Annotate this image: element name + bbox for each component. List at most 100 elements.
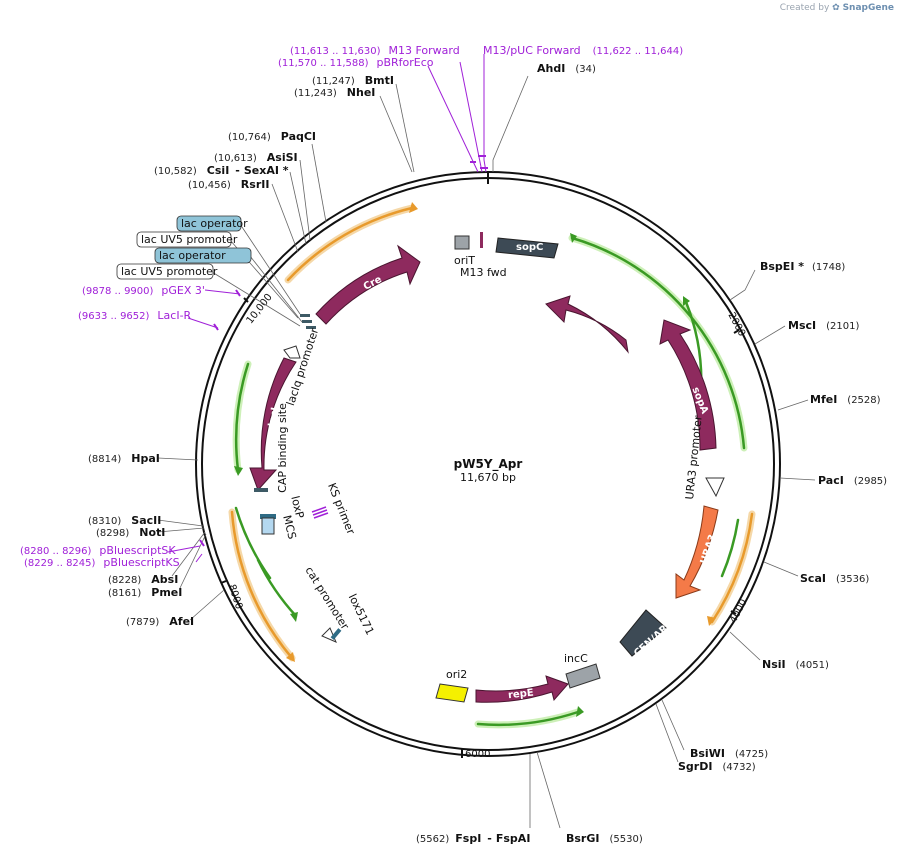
enzyme-absi-name: AbsI <box>151 573 178 586</box>
credit-prefix: Created by <box>779 3 830 13</box>
enzyme-fspi: (5562)FspI-FspAI <box>416 832 530 845</box>
plasmid-length: 11,670 bp <box>460 471 516 484</box>
arc-arrowhead <box>683 296 690 306</box>
credit-brand: SnapGene <box>842 3 894 13</box>
ks-primer-label: KS primer <box>325 481 358 537</box>
green-arc-left <box>234 362 250 472</box>
enzyme-fspi-coord: (5562) <box>416 834 449 845</box>
repe-arrow <box>475 675 569 703</box>
enzyme-rsrii-name: RsrII <box>241 178 270 191</box>
primer-pbrforeco-coord: (11,570 .. 11,588) <box>278 58 369 69</box>
lac-mark <box>300 314 310 317</box>
primer-pgex-coord: (9878 .. 9900) <box>82 286 154 297</box>
enzyme-bsiwi: BsiWI (4725) <box>690 747 768 760</box>
incc-box <box>565 663 601 689</box>
enzyme-bsrgi-coord: (5530) <box>609 834 642 845</box>
enzyme-absi: (8228)AbsI <box>108 573 178 586</box>
leader-nhei <box>379 95 413 173</box>
primer-pbluescriptks: (8229 .. 8245)pBluescriptKS <box>24 556 180 569</box>
enzyme-pmei: (8161)PmeI <box>108 586 182 599</box>
enzyme-csii: (10,582)CsiI-SexAI * <box>154 164 289 177</box>
enzyme-bsiwi-coord: (4725) <box>735 749 768 760</box>
boxed-labels: lac operator lac UV5 promoter lac operat… <box>116 215 303 327</box>
leader-msci <box>754 325 786 345</box>
enzyme-ahdi-coord: (34) <box>575 64 596 75</box>
leader-ahdi <box>492 75 529 172</box>
arc-arrowheads <box>234 202 716 717</box>
snapgene-logo: ✿ <box>832 3 840 13</box>
enzyme-pmei-name: PmeI <box>151 586 182 599</box>
ks-primer-marks <box>311 506 329 519</box>
green-arc-right <box>720 518 740 578</box>
ks-primer-mark <box>311 506 327 513</box>
orange-arc-right <box>710 512 754 624</box>
enzyme-noti: (8298) NotI <box>96 526 165 539</box>
leader-lac-uv5-2 <box>211 271 301 327</box>
arc-arrowhead <box>576 706 584 717</box>
incc-label: incC <box>564 652 588 665</box>
enzyme-paci: PacI(2985) <box>818 474 887 487</box>
enzyme-noti-coord: (8298) <box>96 528 129 539</box>
leader-pbluescriptsk <box>167 545 201 553</box>
lox5171-mark <box>330 628 342 640</box>
lac-uv5-label-2: lac UV5 promoter <box>121 265 218 278</box>
primer-m13-forward-coord: (11,613 .. 11,630) <box>290 46 381 57</box>
enzyme-bmti-name: BmtI <box>365 74 394 87</box>
primer-m13-puc: M13/pUC Forward(11,622 .. 11,644) <box>483 44 683 57</box>
m13fwd-mark <box>480 232 483 248</box>
ks-primer-mark <box>313 512 329 519</box>
enzyme-paqci: (10,764)PaqCI <box>228 130 316 143</box>
primer-mark <box>213 323 219 331</box>
leader-noti <box>157 527 205 533</box>
enzyme-nsii: NsiI(4051) <box>762 658 829 671</box>
primer-leaders <box>167 54 487 563</box>
enzyme-hpai-coord: (8814) <box>88 454 121 465</box>
enzyme-scai-name: ScaI <box>800 572 826 585</box>
cat-promoter-label: cat promoter <box>302 564 351 632</box>
leader-sacii <box>157 519 204 527</box>
enzyme-nsii-coord: (4051) <box>796 660 829 671</box>
leader-bspei <box>729 269 756 301</box>
primer-pbluescriptks-name: pBluescriptKS <box>103 556 179 569</box>
lac-mark <box>306 326 316 329</box>
enzyme-asisi-name: AsiSI <box>267 151 298 164</box>
enzyme-csii-coord: (10,582) <box>154 166 197 177</box>
lox5171-label: lox5171 <box>346 592 377 637</box>
enzyme-bsiwi-name: BsiWI <box>690 747 725 760</box>
laci-arrow <box>249 357 297 491</box>
tick-8000 <box>220 580 227 584</box>
ura3-promoter-label: URA3 promoter <box>683 415 705 501</box>
tick-label-6000: 6000 <box>465 749 490 760</box>
enzyme-afei: (7879)AfeI <box>126 615 194 628</box>
leader-bmti <box>395 83 415 173</box>
leader-lac-operator-1 <box>239 223 301 315</box>
ura3-promoter-arrow <box>705 477 725 498</box>
lac-operator-box-2 <box>154 247 252 264</box>
cen-ars-box <box>619 609 667 657</box>
enzyme-rsrii: (10,456)RsrII <box>188 178 269 191</box>
arc-arrowhead <box>570 233 577 243</box>
primer-pbluescriptsk-name: pBluescriptSK <box>99 544 176 557</box>
leader-hpai <box>157 457 199 461</box>
enzyme-mfei: MfeI(2528) <box>810 393 881 406</box>
enzyme-paqci-coord: (10,764) <box>228 132 271 143</box>
enzyme-sgrdi-name: SgrDI <box>678 760 712 773</box>
enzyme-asisi: (10,613) AsiSI <box>214 151 298 164</box>
leader-absi <box>171 531 206 577</box>
enzyme-nhei: (11,243)NheI <box>294 86 375 99</box>
laciq-promoter-arrow <box>283 345 301 359</box>
tick-4000 <box>730 610 737 615</box>
primer-pbluescriptsk: (8280 .. 8296)pBluescriptSK <box>20 544 176 557</box>
primer-m13-forward-name: M13 Forward <box>389 44 460 57</box>
leader-bsiwi <box>661 699 685 751</box>
scale-ticks <box>220 172 740 758</box>
enzyme-noti-name: NotI <box>139 526 165 539</box>
m13fwd-label: M13 fwd <box>460 266 507 279</box>
lac-uv5-box-2 <box>116 263 214 280</box>
enzyme-hpai-name: HpaI <box>131 452 160 465</box>
leader-laci-r <box>187 317 219 329</box>
lac-marks <box>300 314 316 329</box>
enzyme-bspei: BspEI *(1748) <box>760 260 845 273</box>
enzyme-asisi-coord: (10,613) <box>214 153 257 164</box>
enzyme-scai: ScaI(3536) <box>800 572 869 585</box>
